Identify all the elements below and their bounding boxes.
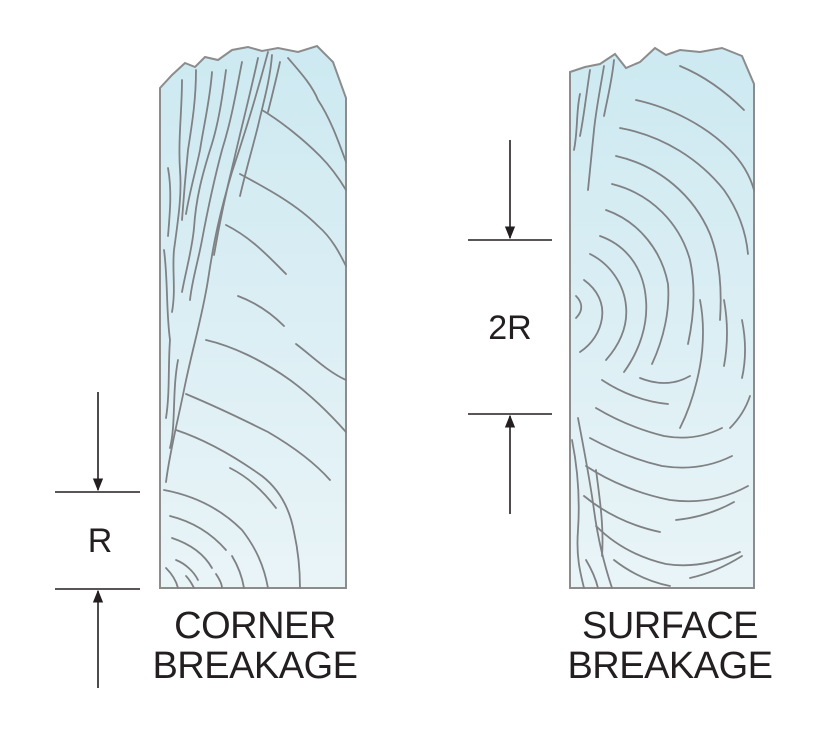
- corner-caption-line1: CORNER: [174, 605, 336, 647]
- right-dimension-label: 2R: [488, 309, 532, 347]
- right-dimension: [468, 140, 552, 514]
- corner-caption-line2: BREAKAGE: [152, 645, 358, 687]
- surface-breakage-figure: [569, 46, 755, 589]
- corner-breakage-figure: [159, 44, 347, 589]
- surface-crack-lines: [571, 59, 755, 589]
- surface-breakage-caption: SURFACE BREAKAGE: [545, 606, 795, 686]
- surface-caption-line2: BREAKAGE: [567, 645, 773, 687]
- surface-glass-pane: [569, 46, 755, 589]
- surface-caption-line1: SURFACE: [582, 605, 758, 647]
- corner-crack-lines: [163, 51, 347, 589]
- corner-breakage-caption: CORNER BREAKAGE: [130, 606, 380, 686]
- left-dimension-label: R: [87, 522, 113, 560]
- corner-glass-pane: [159, 44, 347, 589]
- left-dimension: [55, 392, 140, 688]
